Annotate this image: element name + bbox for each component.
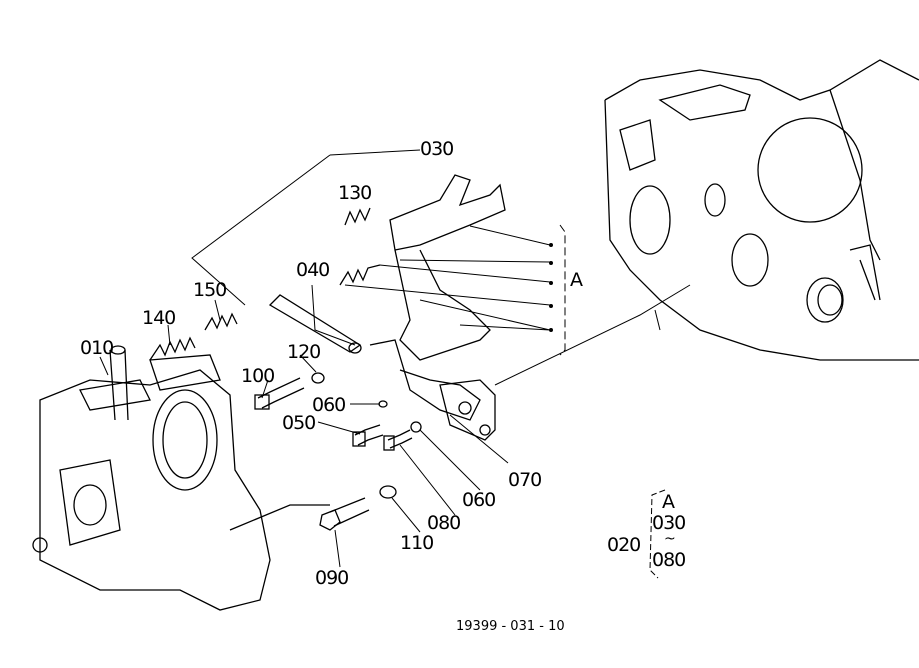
callout-080: 080 xyxy=(427,512,461,534)
governor-lever-assembly xyxy=(268,174,506,441)
leader-lines xyxy=(99,149,691,568)
callout-090: 090 xyxy=(315,567,349,589)
engine-block-right xyxy=(604,59,919,361)
callout-130: 130 xyxy=(338,182,372,204)
legend-to: 080 xyxy=(652,549,686,571)
leader-dots xyxy=(549,243,553,332)
callout-010: 010 xyxy=(80,337,114,359)
legend-from: 030 xyxy=(652,512,686,534)
callout-040: 040 xyxy=(296,259,330,281)
engine-block-left xyxy=(32,345,330,611)
callout-030: 030 xyxy=(420,138,454,160)
legend-assembly: 020 xyxy=(607,534,641,556)
callout-050: 050 xyxy=(282,412,316,434)
legend-group: A xyxy=(662,491,675,513)
springs xyxy=(149,207,381,361)
drawing-number: 19399 - 031 - 10 xyxy=(456,619,565,634)
callout-group-a: A xyxy=(570,269,583,291)
legend-bracket xyxy=(649,489,666,579)
callout-100: 100 xyxy=(241,365,275,387)
callout-060: 060 xyxy=(462,489,496,511)
callout-110: 110 xyxy=(400,532,434,554)
legend-range-sign: ~ xyxy=(664,531,676,547)
callout-120: 120 xyxy=(287,341,321,363)
callout-150: 150 xyxy=(193,279,227,301)
callout-140: 140 xyxy=(142,307,176,329)
callout-060: 060 xyxy=(312,394,346,416)
callout-070: 070 xyxy=(508,469,542,491)
